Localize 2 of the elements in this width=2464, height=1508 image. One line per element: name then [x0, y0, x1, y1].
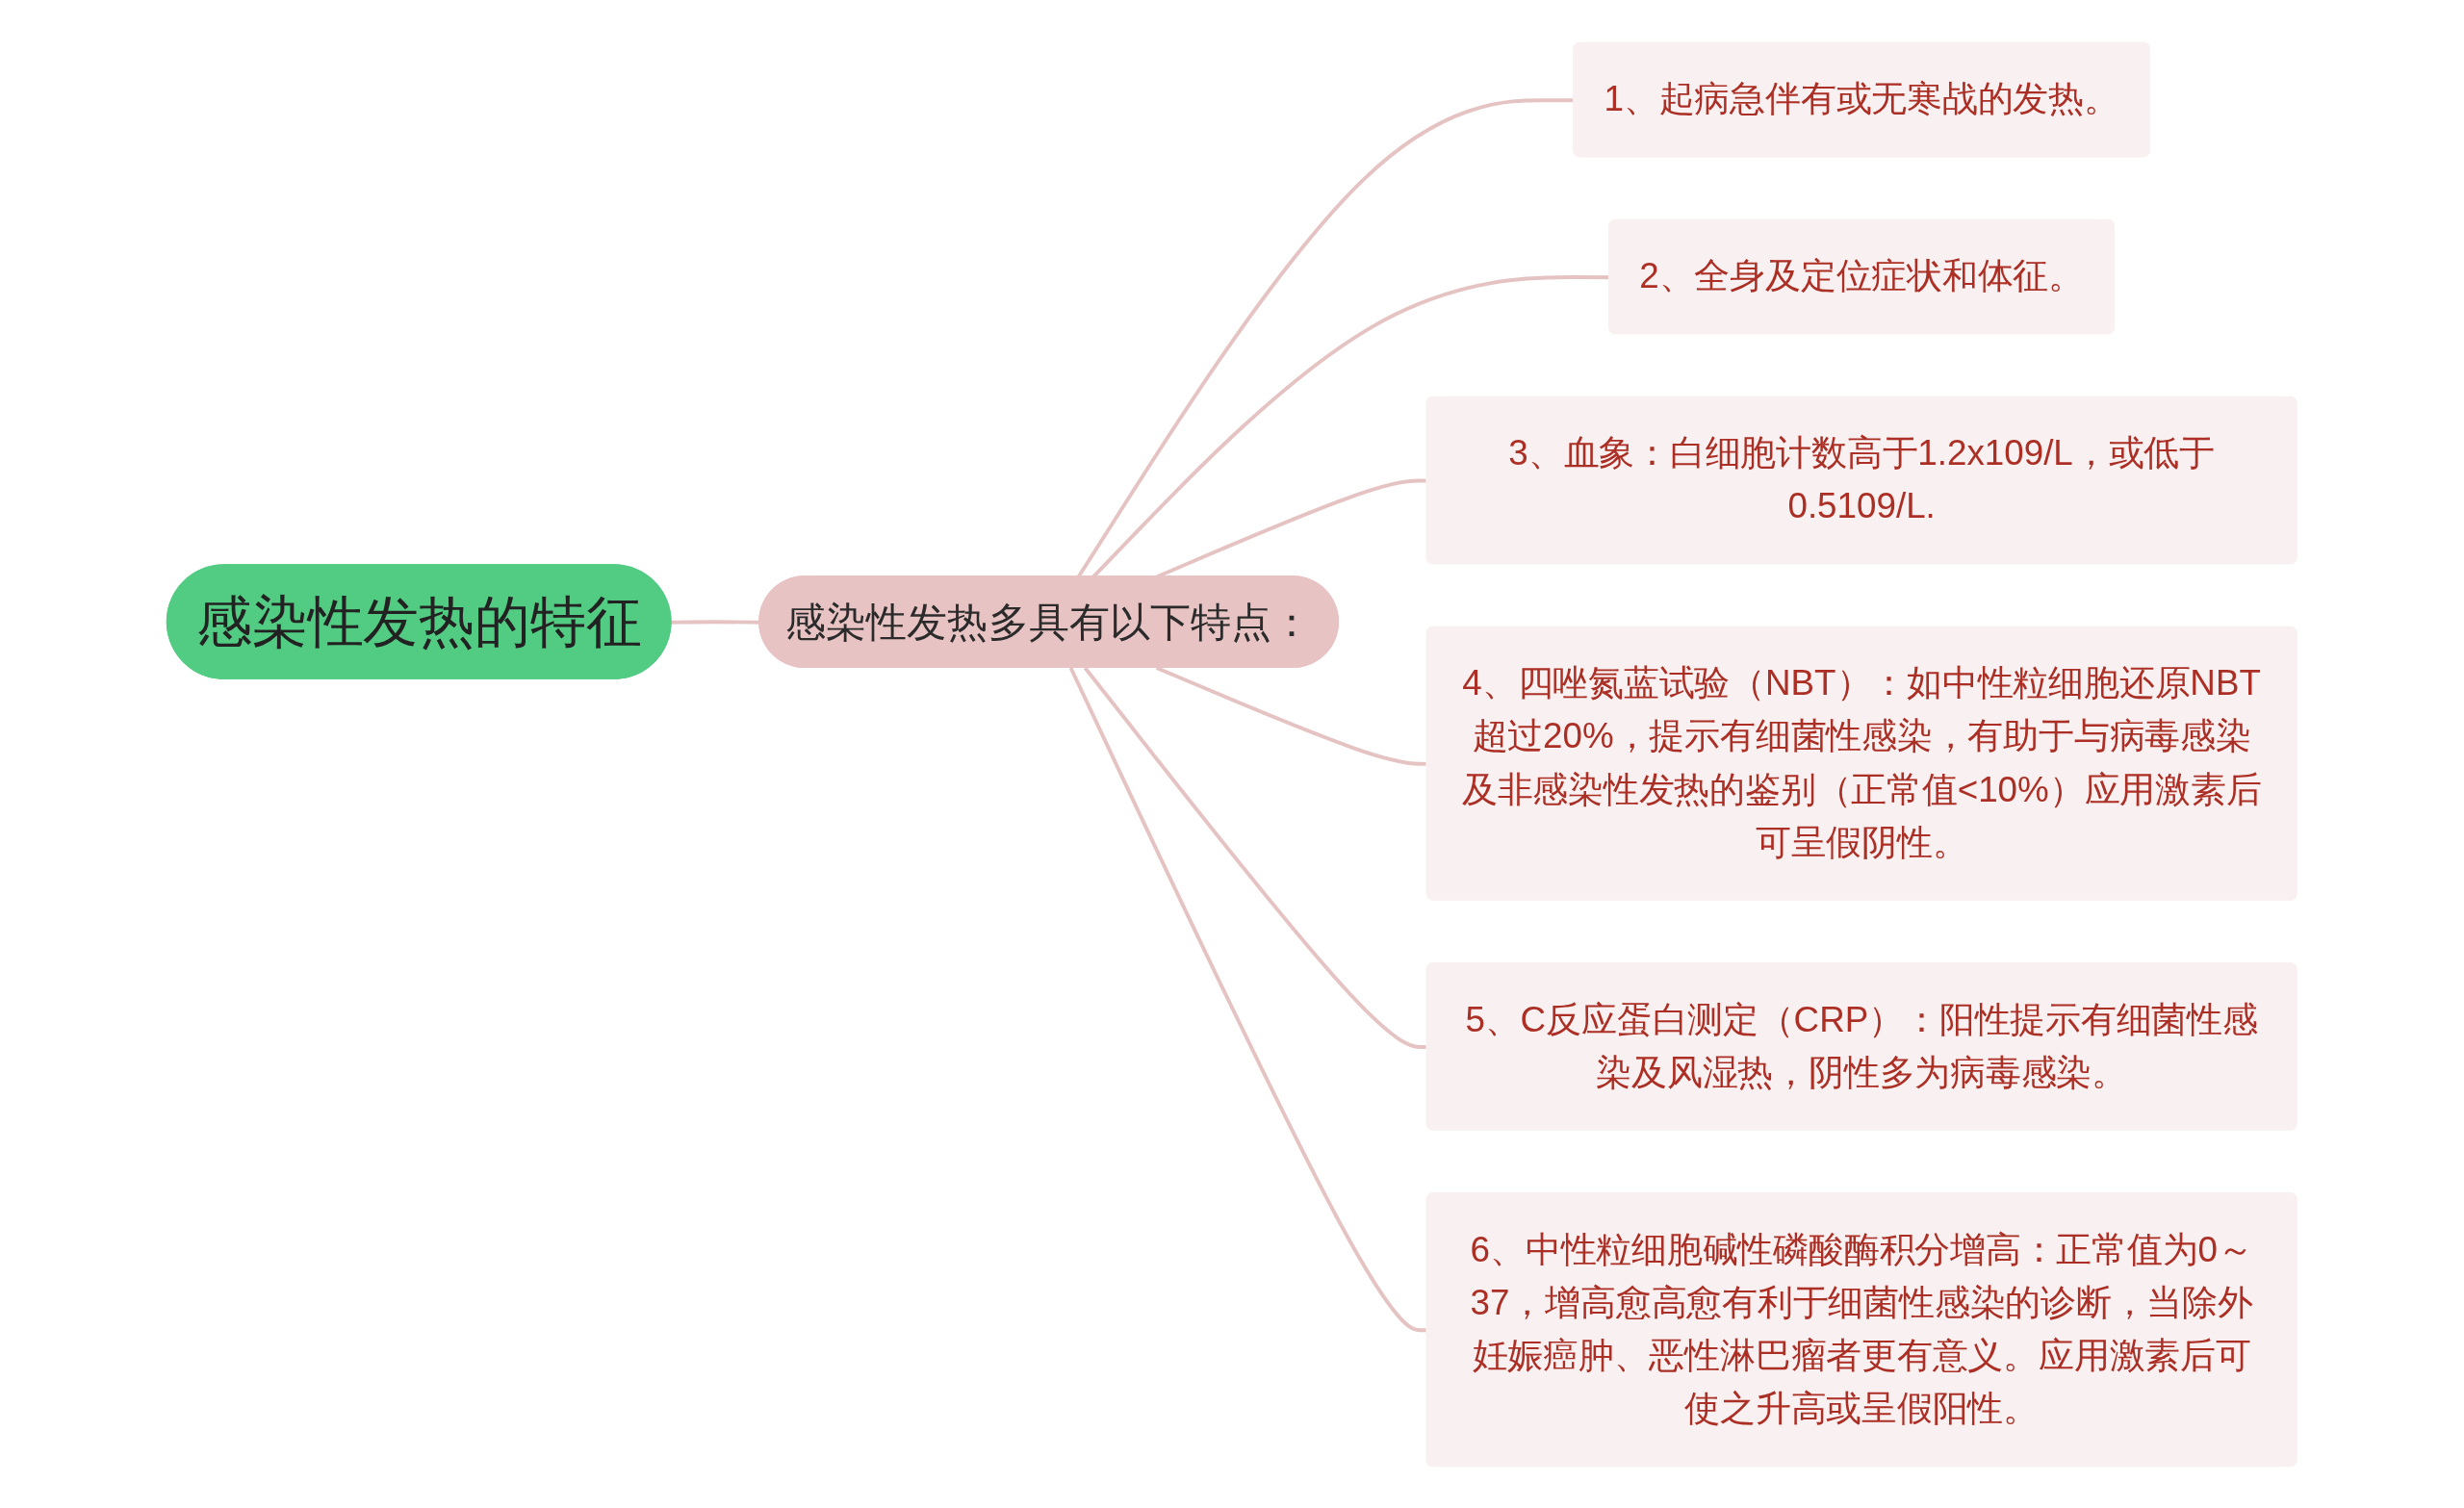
connector	[671, 619, 760, 625]
connector	[1077, 97, 1575, 577]
